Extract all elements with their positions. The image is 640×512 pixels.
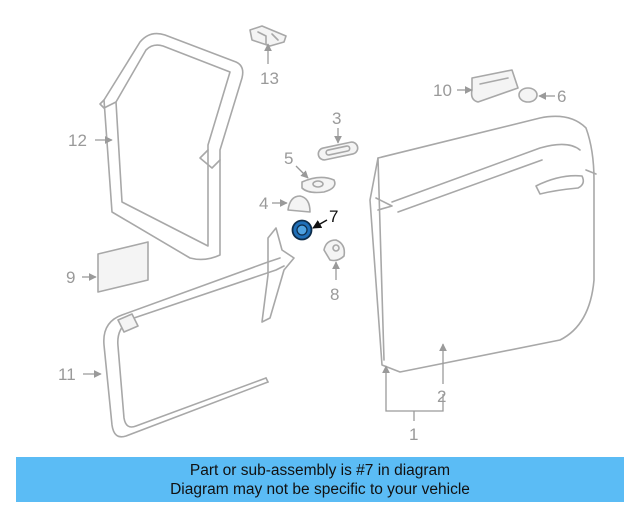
callout-5: 5 bbox=[284, 149, 293, 168]
callout-4: 4 bbox=[259, 194, 268, 213]
part-4-grommet bbox=[287, 195, 311, 213]
callout-8: 8 bbox=[330, 285, 339, 304]
callout-13: 13 bbox=[260, 69, 279, 88]
callout-10: 10 bbox=[433, 81, 452, 100]
callout-6: 6 bbox=[557, 87, 566, 106]
callout-9: 9 bbox=[66, 268, 75, 287]
part-5-seal bbox=[301, 176, 336, 194]
callout-1: 1 bbox=[409, 425, 418, 444]
part-12-frame-weatherstrip bbox=[99, 32, 244, 261]
callout-7: 7 bbox=[329, 207, 338, 226]
banner-line-2: Diagram may not be specific to your vehi… bbox=[170, 480, 470, 498]
part-11-weatherstrip bbox=[103, 257, 285, 438]
part-13-bracket bbox=[249, 25, 287, 47]
part-glass-run-channel bbox=[261, 227, 295, 323]
banner-line-1: Part or sub-assembly is #7 in diagram bbox=[189, 461, 451, 479]
part-3-handle bbox=[317, 141, 359, 161]
callout-12: 12 bbox=[68, 131, 87, 150]
part-2-door-shell bbox=[369, 115, 597, 373]
info-banner: Part or sub-assembly is #7 in diagram Di… bbox=[16, 457, 624, 502]
part-6-plug bbox=[518, 87, 538, 103]
callout-3: 3 bbox=[332, 109, 341, 128]
part-7-plug bbox=[291, 219, 313, 241]
part-10-trim bbox=[470, 69, 519, 103]
part-8-bumper bbox=[323, 239, 346, 262]
part-9-pad bbox=[97, 241, 149, 293]
callout-11: 11 bbox=[58, 365, 76, 384]
leader-lines bbox=[82, 43, 555, 421]
callout-2: 2 bbox=[437, 387, 446, 406]
